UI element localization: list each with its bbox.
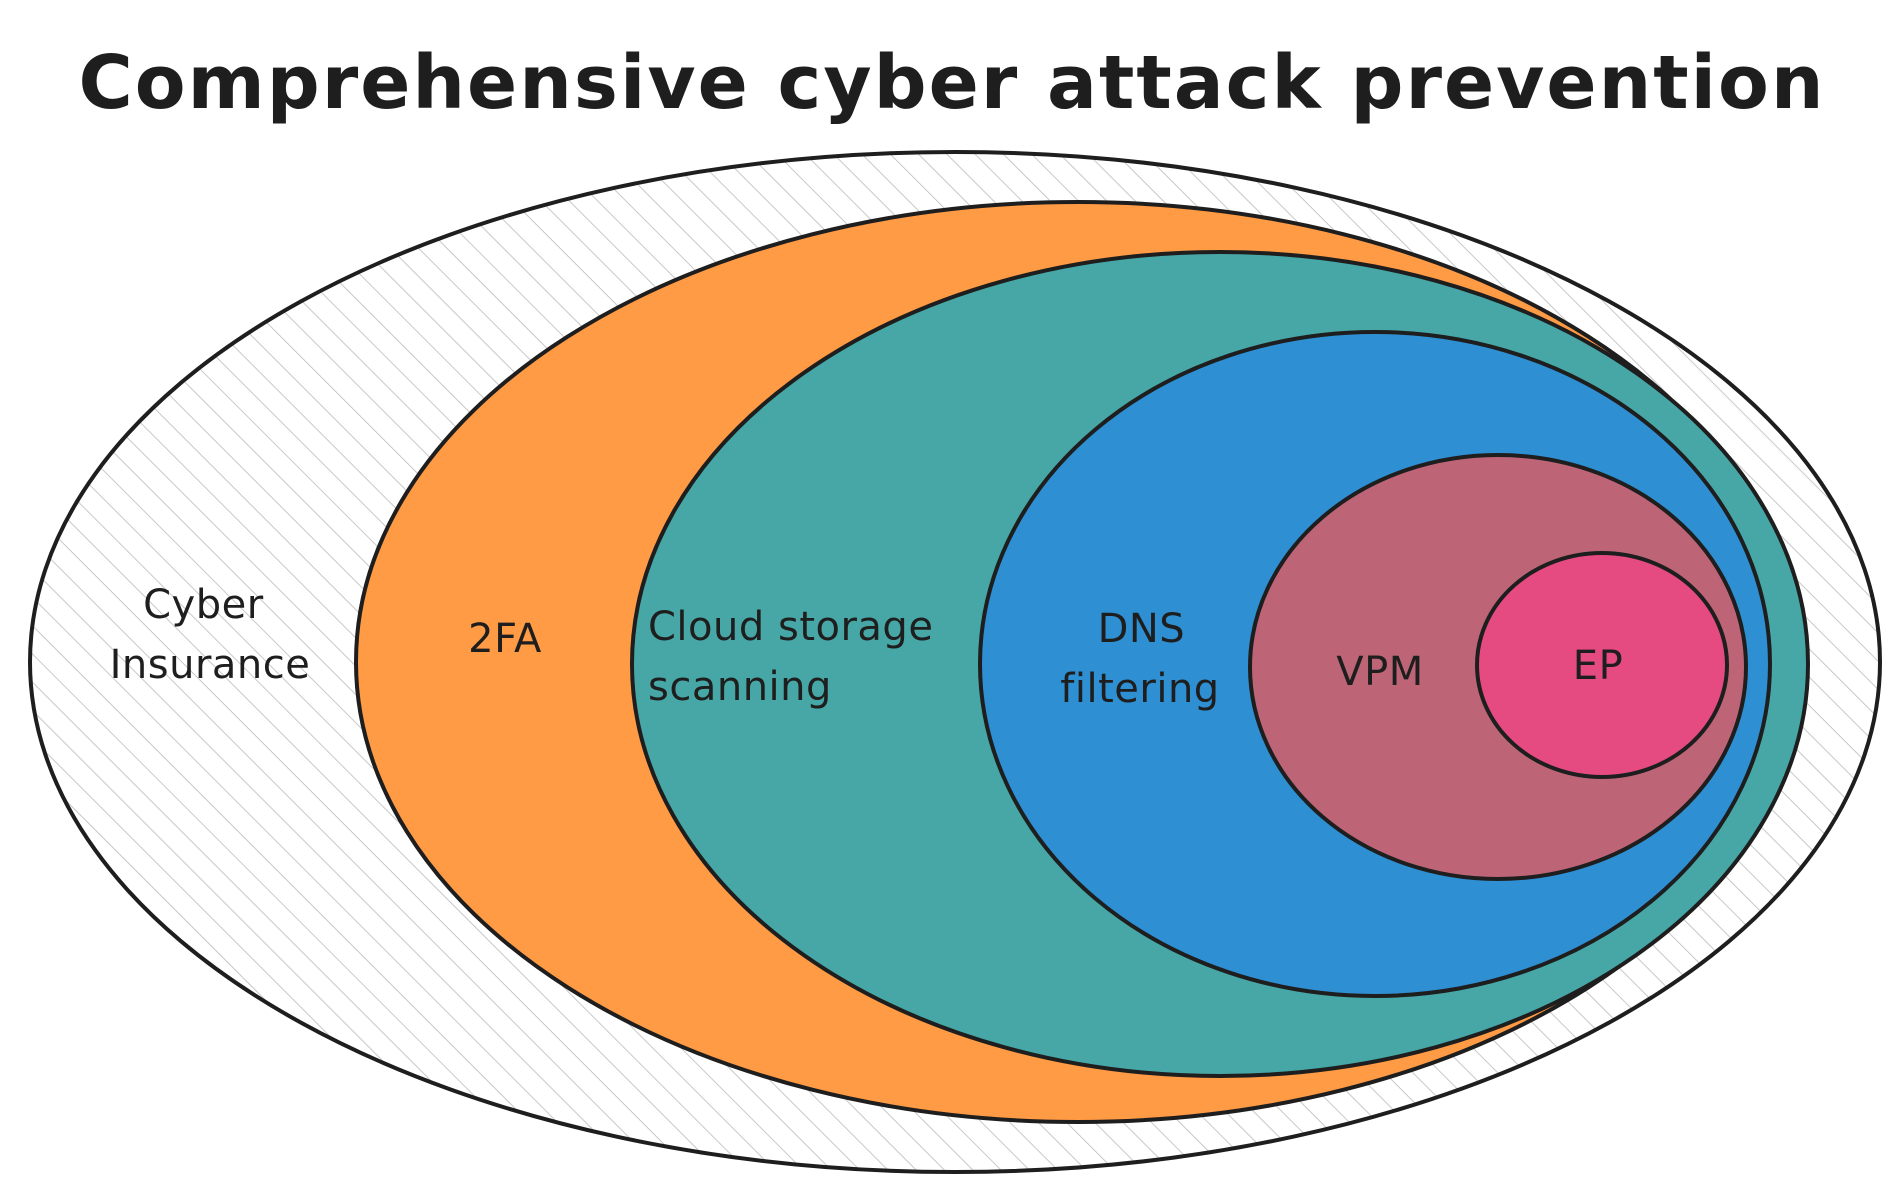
label-line: EP — [1573, 643, 1623, 689]
layer-label-cyber-insurance: Cyber Insurance — [110, 582, 311, 688]
label-line: Insurance — [110, 642, 311, 688]
layer-label-dns-filtering: DNS filtering — [1060, 606, 1219, 712]
label-line: scanning — [648, 664, 832, 710]
layer-label-vpm: VPM — [1336, 649, 1424, 695]
label-line: Cyber — [143, 582, 264, 628]
layer-ring-ep — [1475, 551, 1729, 779]
label-line: DNS — [1098, 606, 1186, 652]
label-line: VPM — [1336, 649, 1424, 695]
label-line: 2FA — [468, 616, 542, 662]
layer-ep: EP — [1475, 551, 1729, 779]
label-line: Cloud storage — [648, 604, 933, 650]
label-line: filtering — [1060, 666, 1219, 712]
layer-label-2fa: 2FA — [468, 616, 542, 662]
layer-label-cloud-storage-scanning: Cloud storage scanning — [648, 604, 947, 710]
layer-label-ep: EP — [1573, 643, 1623, 689]
diagram-title: Comprehensive cyber attack prevention — [78, 40, 1825, 126]
